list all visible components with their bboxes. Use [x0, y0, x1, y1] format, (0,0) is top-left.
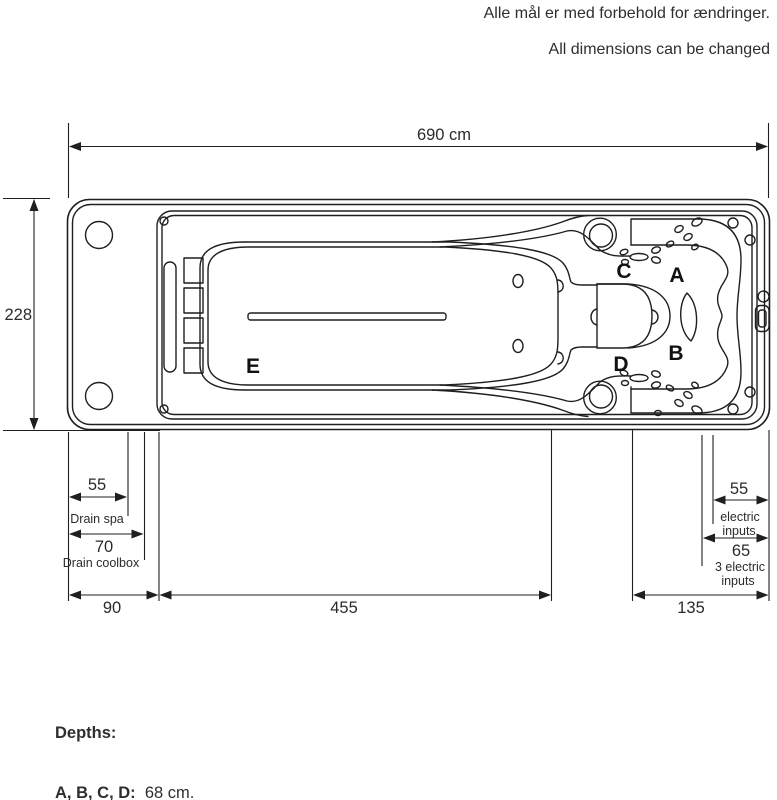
dimension-overall-width: 690 cm [67, 123, 770, 198]
dimension-drain-spa: 55 Drain spa [69, 476, 127, 526]
disclaimer-english: All dimensions can be changed [548, 41, 770, 58]
corner-fitting-top-left [84, 220, 114, 250]
dim-right-section-value: 135 [677, 599, 705, 617]
dim-overall-depth-value: 228 [4, 306, 32, 324]
dim-electric-value: 55 [730, 480, 748, 498]
jet-cluster-a [665, 217, 703, 251]
dim-three-electric-label-1: 3 electric [715, 560, 765, 574]
swim-jet-4 [183, 347, 204, 374]
depth-notes: Depths: A, B, C, D: 68 cm. E: 150 cm. Ex… [55, 683, 391, 800]
dim-three-electric-value: 65 [732, 542, 750, 560]
dimension-three-electric-inputs: 65 3 electric inputs [703, 533, 769, 588]
dim-left-section-value: 90 [103, 599, 121, 617]
rim-screw-top-right-1 [727, 217, 739, 229]
zone-label-e: E [246, 355, 260, 378]
corner-fitting-bottom-left [84, 381, 114, 411]
dimension-left-section: 90 [69, 590, 159, 617]
control-panel [754, 304, 770, 333]
dimension-right-section: 135 [633, 590, 769, 617]
seat-island [590, 283, 671, 349]
cabinet-outline [66, 198, 771, 431]
zone-label-c: C [616, 260, 631, 283]
swim-jet-2 [183, 287, 204, 314]
hot-tub-section [619, 217, 770, 417]
note-line: Depths: [55, 724, 117, 742]
dimension-middle-section: 455 [159, 590, 551, 617]
jet-cluster-c [619, 246, 662, 266]
grab-rail [247, 312, 447, 321]
rim-screw-bottom-right-1 [727, 403, 739, 415]
air-control-icon [757, 290, 770, 303]
lane-wall-jet-top [557, 279, 564, 293]
lane-jet-top [512, 273, 524, 289]
shell-rim [156, 210, 758, 420]
dim-middle-section-value: 455 [330, 599, 358, 617]
swim-jet-1 [183, 257, 204, 284]
zone-label-b: B [668, 342, 683, 365]
dim-three-electric-label-2: inputs [721, 574, 754, 588]
dim-electric-label-2: inputs [722, 524, 755, 538]
rim-screw-top-left [159, 216, 169, 226]
zone-label-d: D [613, 353, 628, 376]
island-jet-right [651, 309, 659, 325]
swim-jet-3 [183, 317, 204, 344]
swim-jet-wall [163, 257, 204, 374]
lane-jet-bottom [512, 338, 524, 354]
dim-drain-coolbox-label: Drain coolbox [63, 556, 140, 570]
dim-drain-spa-label: Drain spa [70, 512, 124, 526]
dim-electric-label-1: electric [720, 510, 760, 524]
rim-screw-bottom-left [159, 404, 169, 414]
dim-drain-spa-value: 55 [88, 476, 106, 494]
jet-slot [163, 261, 177, 373]
disclaimer-danish: Alle mål er med forbehold for ændringer. [483, 5, 770, 22]
disclaimer-header: Alle mål er med forbehold for ændringer.… [484, 5, 770, 59]
note-line: A, B, C, D: 68 cm. [55, 784, 195, 800]
dim-overall-width-value: 690 cm [417, 126, 471, 144]
jet-cluster-b [653, 381, 703, 417]
extension-lines [67, 430, 770, 601]
zone-label-a: A [669, 264, 684, 287]
dim-drain-coolbox-value: 70 [95, 538, 113, 556]
swim-lane [199, 214, 632, 418]
dimension-drain-coolbox: 70 Drain coolbox [63, 529, 144, 570]
filter-housings [583, 217, 618, 415]
dimension-electric-inputs: 55 electric inputs [713, 480, 769, 538]
dimension-overall-depth: 228 [3, 197, 160, 432]
lounge-contour [680, 292, 698, 342]
rim-screw-top-right-2 [744, 234, 756, 246]
rim-screw-bottom-right-2 [744, 386, 756, 398]
lane-wall-jet-bottom [557, 351, 564, 365]
control-panel-screen [757, 309, 767, 328]
jet-cluster-d [619, 369, 662, 389]
island-jet-left [590, 308, 598, 326]
